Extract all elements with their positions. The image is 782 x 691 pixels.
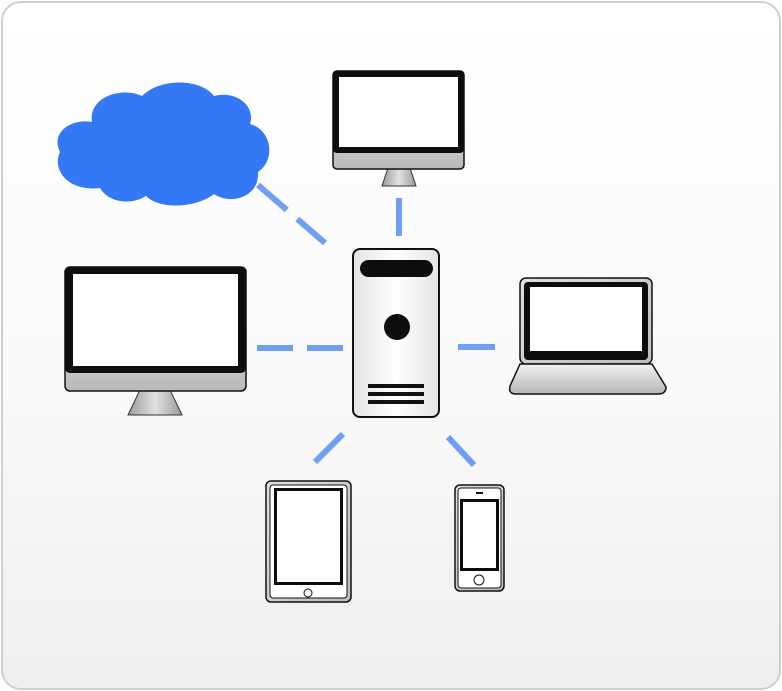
home-button-icon: [303, 588, 313, 598]
link-tablet-server: [312, 431, 346, 465]
power-button-icon: [384, 314, 410, 340]
laptop-base: [508, 363, 667, 395]
cloud-icon: [57, 82, 270, 206]
link-cloud-server: [256, 182, 327, 246]
vent-line: [368, 400, 424, 404]
link-phone-server: [445, 434, 477, 468]
tablet-screen: [277, 491, 340, 582]
vent-line: [368, 392, 424, 396]
smartphone-icon: [454, 484, 505, 592]
monitor-screen: [73, 274, 238, 366]
laptop-screen: [530, 287, 642, 351]
desktop-monitor-icon: [332, 70, 465, 187]
phone-speaker: [476, 492, 483, 494]
desktop-monitor-icon: [64, 266, 247, 416]
monitor-stand: [381, 167, 417, 187]
phone-screen: [463, 502, 496, 568]
laptop-icon: [508, 277, 667, 395]
home-button-icon: [473, 574, 485, 586]
vent-line: [368, 384, 424, 388]
drive-bay: [360, 260, 433, 277]
server-tower-icon: [352, 248, 440, 418]
connection-links: [256, 182, 495, 468]
monitor-screen: [339, 77, 458, 147]
monitor-stand: [127, 389, 183, 416]
tablet-icon: [265, 480, 352, 603]
